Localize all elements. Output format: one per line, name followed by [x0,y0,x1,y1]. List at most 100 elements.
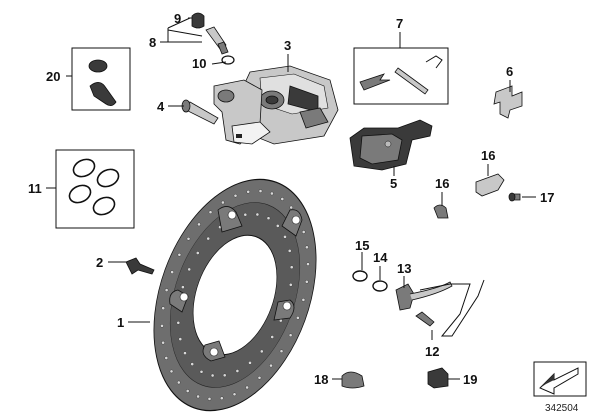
disc-bolt[interactable] [125,257,155,275]
callout-14[interactable]: 14 [373,250,388,265]
protective-cap[interactable] [88,59,117,106]
anti-rattle-spring[interactable] [493,85,523,119]
drill-hole [296,316,300,320]
sensor-o-ring[interactable] [352,270,368,282]
protective-cap-box [71,47,131,111]
drill-hole [255,212,260,217]
drill-hole [246,189,250,194]
drill-hole [305,245,309,250]
drill-hole [161,306,165,311]
disc-drill-holes [160,189,310,401]
drill-hole [287,249,292,253]
drill-hole [169,369,174,374]
callout-15[interactable]: 15 [355,238,369,253]
brake-disc[interactable] [124,157,346,419]
drill-hole [164,356,169,360]
drill-hole [269,363,273,368]
callout-10[interactable]: 10 [192,56,206,71]
bleed-valve[interactable] [205,26,229,55]
callout-17[interactable]: 17 [540,190,554,205]
callout-9[interactable]: 9 [174,11,181,26]
drill-hole [176,380,181,385]
sensor-bolt[interactable] [415,311,435,327]
callout-7[interactable]: 7 [396,16,403,31]
holder-screw[interactable] [508,192,521,202]
bleed-valve-cap[interactable] [191,12,205,29]
pad-retaining-pin[interactable] [394,67,429,95]
drill-hole [288,282,293,287]
caliper-bracket[interactable] [213,79,271,145]
clip-nut[interactable] [427,367,449,389]
drill-hole [190,362,194,366]
brake-pads[interactable] [349,119,433,171]
rubber-grommet[interactable] [341,371,365,389]
drill-hole [185,389,190,393]
drill-hole [221,200,225,205]
drill-hole [222,373,227,378]
drill-hole [257,375,262,380]
reference-box [533,361,587,397]
drill-hole [176,320,181,325]
drill-hole [245,385,249,390]
drill-hole [181,285,185,289]
pad-spring-clip[interactable] [359,73,391,91]
callout-3[interactable]: 3 [284,38,291,53]
drill-hole [207,397,212,401]
drill-hole [279,349,284,354]
drill-hole [258,189,263,193]
line-holder[interactable] [475,173,505,197]
callout-2[interactable]: 2 [96,255,103,270]
callout-8[interactable]: 8 [149,35,156,50]
drill-hole [208,210,213,214]
drill-hole [232,392,237,397]
callout-13[interactable]: 13 [397,261,411,276]
pad-pin-kit-box [353,47,449,105]
seal-rings[interactable] [67,156,122,218]
callout-4[interactable]: 4 [157,99,165,114]
drill-hole [206,236,210,241]
callout-1[interactable]: 1 [117,315,124,330]
drill-hole [243,212,248,217]
drill-hole [235,369,240,373]
disc-carrier-lugs [169,206,303,362]
drill-hole [199,369,204,374]
drill-hole [289,205,294,210]
reference-number: 342504 [545,403,579,414]
drill-hole [177,252,182,257]
pad-pin-clip[interactable] [425,55,443,69]
drill-hole [186,236,191,241]
drill-hole [178,337,183,341]
callout-16-holder[interactable]: 16 [481,148,495,163]
drill-hole [161,340,165,345]
drill-hole [195,251,200,255]
caliper-bolt[interactable] [181,99,219,125]
callout-6[interactable]: 6 [506,64,513,79]
callout-16-clip[interactable]: 16 [435,176,449,191]
callout-numbers: 1 2 3 4 5 6 7 8 9 10 11 12 13 14 15 16 1… [28,11,554,387]
drill-hole [283,235,287,239]
callout-20[interactable]: 20 [46,69,60,84]
line-clip[interactable] [433,204,449,219]
drill-hole [266,216,271,220]
drill-hole [275,224,280,228]
drill-hole [210,373,215,378]
drill-hole [259,349,264,354]
callout-19[interactable]: 19 [463,372,477,387]
drill-hole [183,351,187,355]
drill-hole [270,335,275,339]
drill-hole [196,394,200,399]
sensor-line[interactable] [419,279,485,337]
sensor-washer[interactable] [372,280,388,292]
callout-18[interactable]: 18 [314,372,328,387]
callout-11[interactable]: 11 [28,181,42,196]
drill-hole [289,265,294,270]
bleed-o-ring[interactable] [221,55,235,65]
drill-hole [170,270,174,274]
drill-hole [280,197,285,201]
callout-12[interactable]: 12 [425,344,439,359]
drill-hole [197,222,201,227]
callout-5[interactable]: 5 [390,176,397,191]
drill-hole [187,267,191,272]
